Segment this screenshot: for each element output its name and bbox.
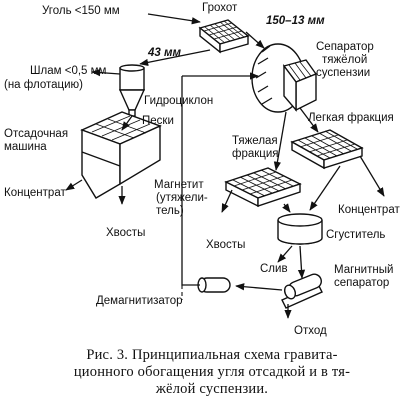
heavy-fraction-screen: [224, 167, 302, 208]
jig-label-1: Отсадочная: [4, 128, 68, 140]
light-fraction-label: Легкая фракция: [308, 112, 394, 124]
heavy-fraction-label-1: Тяжелая: [232, 135, 278, 147]
concentrate-right-label: Концентрат: [338, 204, 400, 216]
thickener-unit: [277, 213, 323, 245]
screen-unit: [198, 19, 250, 54]
concentrate-left-label: Концентрат: [4, 187, 66, 199]
flow-lines: [65, 13, 385, 319]
tails-middle-label: Хвосты: [206, 239, 245, 251]
slime-label: Шлам <0,5 мм: [30, 65, 107, 77]
hydrocyclone-label: Гидроциклон: [144, 95, 213, 107]
thickener-label: Сгуститель: [326, 229, 385, 241]
jig-unit: [80, 111, 162, 199]
heavy-fraction-label-2: фракция: [232, 148, 279, 160]
magnetic-separator-label-2: сепаратор: [334, 277, 389, 289]
overflow-label: Слив: [260, 263, 288, 275]
sands-label: Пески: [142, 115, 174, 127]
figure-caption: Рис. 3. Принципиальная схема гравита- ци…: [14, 347, 410, 398]
screen-label: Грохот: [202, 2, 238, 14]
light-fraction-screen: [290, 129, 364, 170]
separator-label-1: Сепаратор: [316, 41, 374, 53]
caption-line-2: ционного обогащения угля отсадкой и в тя…: [73, 364, 351, 380]
demagnetizer-unit: [197, 277, 231, 293]
coal-input-label: Уголь <150 мм: [42, 5, 120, 17]
jig-label-2: машина: [4, 141, 47, 153]
magnetite-label-2: (утяжели-: [156, 192, 208, 204]
demagnetizer-label: Демагнитизатор: [96, 295, 183, 307]
tails-left-label: Хвосты: [106, 227, 145, 239]
caption-line-3: жёлой суспензии.: [155, 381, 269, 397]
separator-label-3: суспензии: [316, 67, 370, 79]
magnetic-separator-label-1: Магнитный: [334, 264, 393, 276]
size-small-label: 43 мм: [147, 47, 181, 59]
caption-line-1: Рис. 3. Принципиальная схема гравита-: [86, 347, 338, 363]
magnetite-label-1: Магнетит: [154, 179, 204, 191]
hydrocyclone-unit: [118, 64, 146, 117]
magnetic-separator-unit: [281, 273, 323, 309]
slime-note-label: (на флотацию): [4, 79, 83, 91]
size-large-label: 150–13 мм: [266, 15, 325, 27]
waste-label: Отход: [294, 325, 327, 337]
labels: Уголь <150 мм Грохот 150–13 мм 43 мм Сеп…: [4, 2, 400, 337]
heavy-media-separator: [251, 43, 318, 113]
magnetite-label-3: тель): [156, 205, 184, 217]
separator-label-2: тяжёлой: [322, 54, 367, 66]
